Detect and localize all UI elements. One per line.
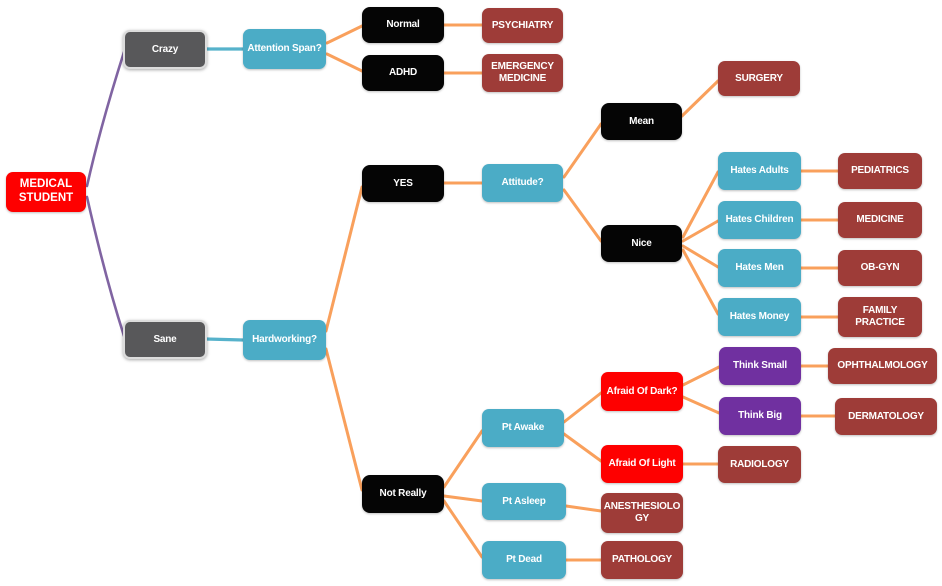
node-ophthalmology: OPHTHALMOLOGY (828, 348, 937, 384)
node-dermatology: DERMATOLOGY (835, 398, 937, 435)
connector-attention-normal (325, 24, 364, 45)
node-think-big: Think Big (719, 397, 801, 435)
node-psychiatry: PSYCHIATRY (482, 8, 563, 43)
node-ob-gyn: OB-GYN (838, 250, 922, 286)
connector-hardworking-notreally (324, 347, 364, 492)
node-pediatrics: PEDIATRICS (838, 153, 922, 189)
connector-attention-adhd (325, 52, 364, 73)
node-think-small: Think Small (719, 347, 801, 385)
node-medical-student: MEDICAL STUDENT (6, 172, 86, 212)
node-hates-money: Hates Money (718, 298, 801, 336)
node-normal: Normal (362, 7, 444, 43)
connector-attitude-nice (562, 188, 603, 243)
connector-afraiddark-thinksmall (681, 365, 721, 387)
connector-mean-surgery (680, 79, 720, 118)
connector-notreally-ptawake (442, 429, 484, 489)
node-family-practice: FAMILY PRACTICE (838, 297, 922, 337)
node-hates-adults: Hates Adults (718, 152, 801, 190)
node-crazy: Crazy (123, 30, 207, 69)
node-hates-children: Hates Children (718, 201, 801, 239)
node-afraid-of-dark: Afraid Of Dark? (601, 372, 683, 411)
node-nice: Nice (601, 225, 682, 262)
node-attention-span: Attention Span? (243, 29, 326, 69)
connector-nice-hatesmoney (681, 248, 720, 316)
connector-nice-hatesadults (681, 170, 720, 239)
connector-ptawake-afraiddark (562, 391, 603, 424)
connector-nice-hateschildren (681, 219, 720, 243)
connector-attitude-mean (562, 122, 603, 179)
node-adhd: ADHD (362, 55, 444, 91)
connector-afraiddark-thinkbig (681, 395, 721, 415)
node-pt-awake: Pt Awake (482, 409, 564, 447)
node-pathology: PATHOLOGY (601, 541, 683, 579)
node-mean: Mean (601, 103, 682, 140)
node-hates-men: Hates Men (718, 249, 801, 287)
connector-ptawake-afraidlight (562, 432, 603, 463)
node-afraid-of-light: Afraid Of Light (601, 445, 683, 483)
node-hardworking: Hardworking? (243, 320, 326, 360)
node-anesthesiology: ANESTHESIOLOGY (601, 493, 683, 533)
connector-nice-hatesmen (681, 244, 720, 269)
node-radiology: RADIOLOGY (718, 446, 801, 483)
connector-ptasleep-anesthesiology (564, 504, 603, 513)
node-medicine: MEDICINE (838, 202, 922, 238)
connector-sane-hardworking (204, 337, 245, 342)
connector-root-sane (85, 195, 126, 338)
connector-notreally-ptasleep (442, 494, 484, 503)
connector-notreally-ptdead (442, 499, 484, 559)
node-yes: YES (362, 165, 444, 202)
connector-hardworking-yes (324, 185, 364, 333)
node-sane: Sane (123, 320, 207, 359)
node-not-really: Not Really (362, 475, 444, 513)
node-attitude: Attitude? (482, 164, 563, 202)
node-pt-dead: Pt Dead (482, 541, 566, 579)
node-surgery: SURGERY (718, 61, 800, 96)
connector-root-crazy (85, 50, 126, 188)
node-emergency-medicine: EMERGENCY MEDICINE (482, 54, 563, 92)
node-pt-asleep: Pt Asleep (482, 483, 566, 520)
